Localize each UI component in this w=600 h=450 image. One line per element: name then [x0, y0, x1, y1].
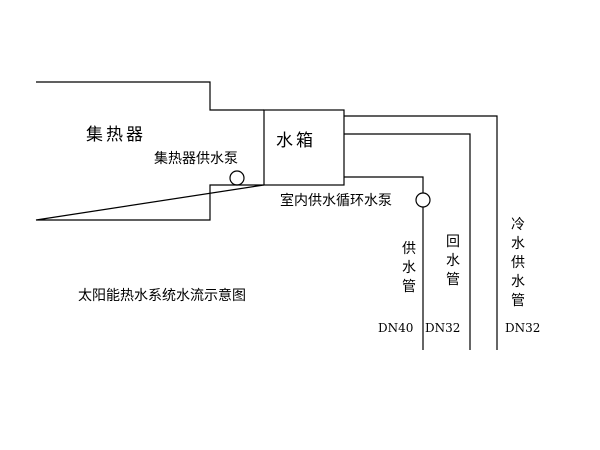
collector-pump-label: 集热器供水泵 — [154, 151, 238, 167]
collector-pump-symbol — [229, 170, 245, 186]
collector-label: 集热器 — [86, 125, 146, 145]
supply-pipe-size: DN40 — [378, 321, 414, 335]
tank-box — [263, 109, 345, 186]
collector-box — [35, 81, 265, 221]
indoor-pump-label: 室内供水循环水泵 — [280, 193, 392, 209]
tank-label: 水箱 — [276, 131, 316, 151]
return-pipe-label: 回水管 — [446, 234, 460, 288]
diagram-caption: 太阳能热水系统水流示意图 — [78, 288, 246, 304]
return-pipe-size: DN32 — [425, 321, 461, 335]
supply-pipe-label: 供水管 — [402, 241, 416, 295]
supply-pipe — [344, 176, 424, 350]
cold-water-pipe-size: DN32 — [505, 321, 541, 335]
indoor-pump-symbol — [415, 192, 431, 208]
cold-water-pipe — [344, 115, 498, 350]
return-pipe — [344, 133, 471, 350]
cold-water-pipe-label: 冷水供水管 — [511, 217, 525, 309]
